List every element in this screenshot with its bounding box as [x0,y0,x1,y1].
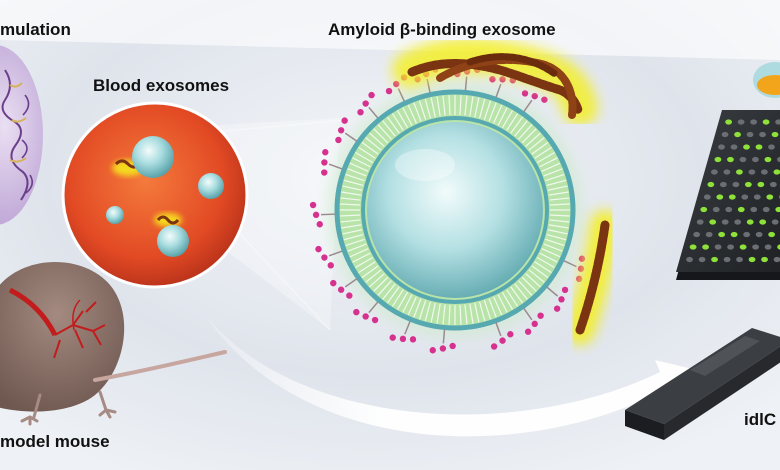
blood-vesicle [112,136,174,178]
brain-icon [0,45,43,225]
amyloid-fibril-right [565,210,620,345]
amyloid-fibril-top [392,37,598,126]
process-arrow [205,315,705,437]
amyloid-exosome [309,66,586,354]
blood-vesicle [154,213,189,257]
blood-exosomes-circle [61,101,249,289]
device-label: idlC [744,410,777,429]
blood-vesicle [198,173,224,199]
amyloid-exosome-label: Amyloid β-binding exosome [328,20,556,39]
idic-device [625,328,780,440]
accumulation-label: mulation [0,20,71,39]
microarray-chip [676,110,780,280]
model-mouse-label: model mouse [0,432,110,451]
blood-vesicle [106,206,124,224]
cell-icon [753,62,780,98]
chip-spots [686,119,780,263]
mouse-illustration [0,262,227,426]
lipid-bilayer [340,95,570,325]
blood-exosomes-label: Blood exosomes [93,76,230,95]
